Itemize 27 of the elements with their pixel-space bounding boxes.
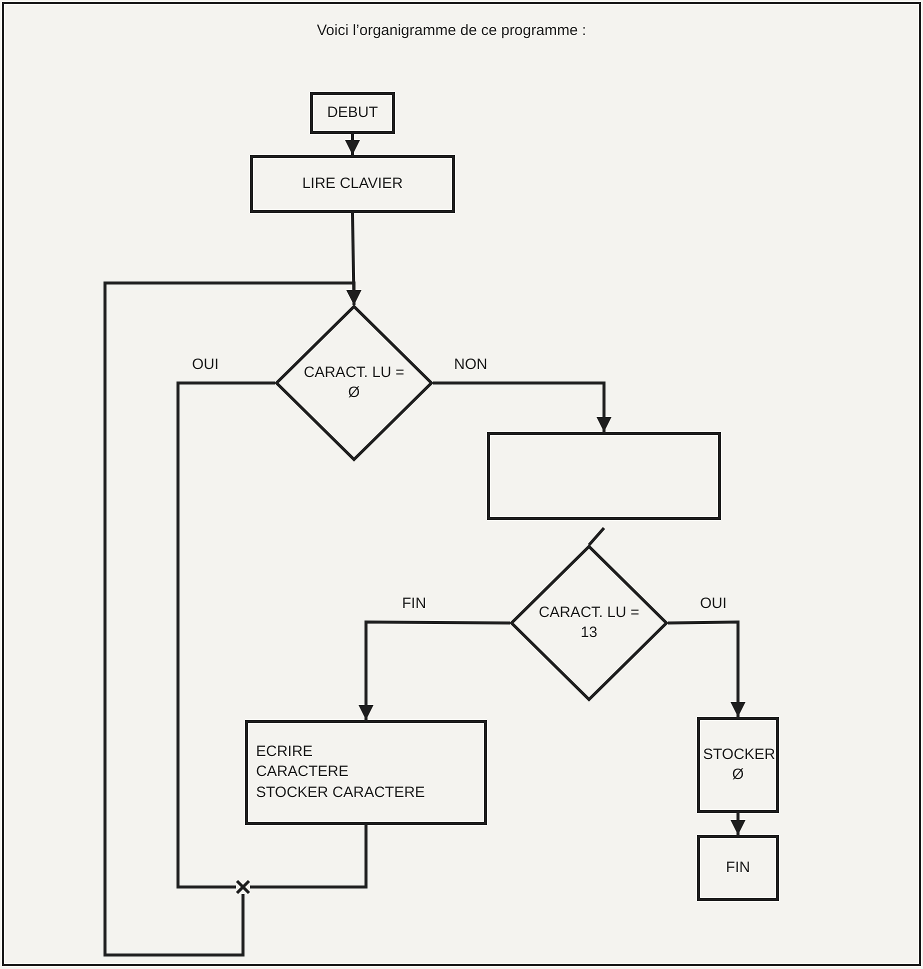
process-box	[310, 92, 395, 134]
heading: Voici l’organigramme de ce programme :	[316, 22, 588, 39]
decision-diamond	[510, 545, 668, 701]
arrow	[433, 382, 612, 432]
connector-line	[250, 825, 368, 888]
process-box	[250, 155, 455, 213]
arrow	[358, 620, 510, 720]
node-text: STOCKER CARACTERE	[256, 782, 426, 803]
node-text: STOCKER Ø	[703, 744, 773, 785]
process-box	[245, 720, 487, 825]
decision-diamond	[275, 305, 433, 461]
node-text: LIRE CLAVIER	[301, 174, 404, 194]
empty-process-box	[487, 432, 721, 520]
process-box	[697, 835, 779, 901]
arrow	[104, 282, 362, 956]
process-box	[697, 717, 779, 813]
node-text: FIN	[724, 858, 752, 878]
junction-cross	[236, 880, 250, 894]
arrow	[345, 134, 360, 155]
connector-line	[588, 527, 606, 546]
node-text: ECRIRE CARACTERE	[256, 742, 350, 782]
node-text: DEBUT	[326, 102, 379, 123]
node-text: CARACT. LU = 13	[538, 602, 640, 643]
arrow	[730, 813, 746, 835]
connector-line	[176, 382, 275, 888]
arrow	[668, 620, 746, 717]
node-text: CARACT. LU = Ø	[302, 362, 406, 403]
